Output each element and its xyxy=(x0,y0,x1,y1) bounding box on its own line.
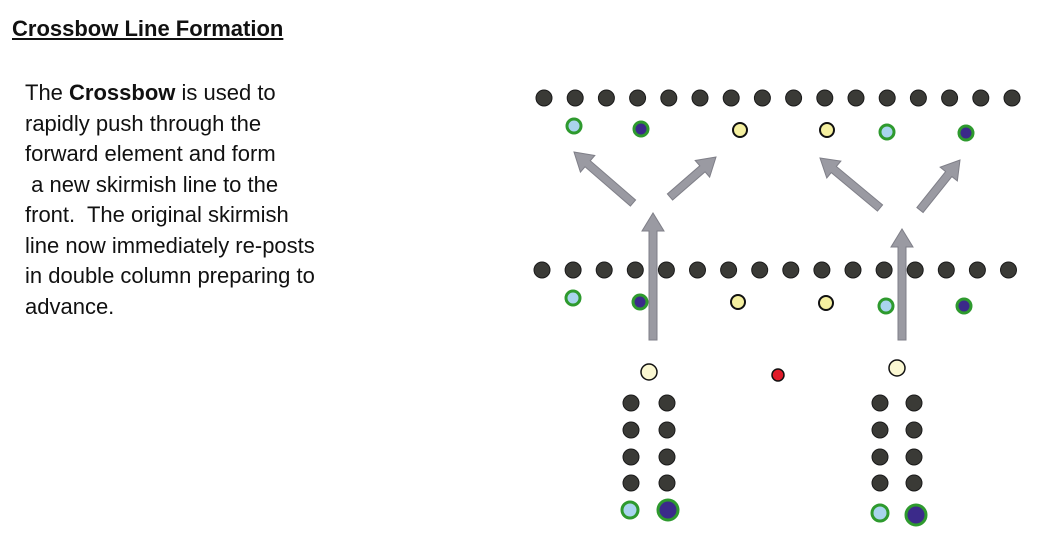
soldier-dot xyxy=(753,89,771,107)
yellow-dot xyxy=(732,122,748,138)
soldier-dot xyxy=(1000,261,1017,279)
paragraph-line: rapidly push through the xyxy=(25,110,262,136)
soldier-dot xyxy=(847,89,865,107)
soldier-dot xyxy=(720,261,738,279)
paragraph-line: The Crossbow is used to xyxy=(25,80,276,105)
soldier-dot xyxy=(937,261,955,279)
soldier-dot xyxy=(629,89,647,107)
paragraph-line: front. The original skirmish xyxy=(25,202,289,227)
paragraph-line: forward element and form xyxy=(25,141,276,166)
description-paragraph: The Crossbow is used to rapidly push thr… xyxy=(25,78,315,322)
light-blue-dot xyxy=(878,123,896,141)
soldier-dot xyxy=(622,421,640,439)
soldier-dot xyxy=(905,421,923,439)
paragraph-line: a new skirmish line to the xyxy=(25,171,279,197)
light-blue-dot xyxy=(564,289,582,307)
soldier-dot xyxy=(658,448,676,466)
yellow-dot xyxy=(730,294,746,310)
soldier-dot xyxy=(871,394,889,412)
soldier-dot xyxy=(785,89,803,107)
soldier-dot xyxy=(722,89,740,107)
arrow xyxy=(819,157,884,212)
navy-dot xyxy=(955,297,973,315)
navy-dot xyxy=(631,293,649,311)
soldier-dot xyxy=(782,261,800,279)
arrow xyxy=(573,151,637,207)
soldier-dot xyxy=(595,261,613,279)
soldier-dot xyxy=(658,394,676,412)
soldier-dot xyxy=(597,89,615,107)
arrow xyxy=(641,212,665,341)
soldier-dot xyxy=(875,261,893,279)
yellow-dot xyxy=(819,122,835,138)
soldier-dot xyxy=(622,448,640,466)
soldier-dot xyxy=(905,394,923,412)
navy-dot xyxy=(904,503,928,527)
soldier-dot xyxy=(813,261,831,279)
soldier-dot xyxy=(878,89,896,107)
red-dot xyxy=(771,368,785,382)
soldier-dot xyxy=(972,89,990,107)
paragraph-line: line now immediately re-posts xyxy=(25,232,315,258)
soldier-dot xyxy=(658,474,676,492)
soldier-dot xyxy=(564,261,582,279)
soldier-dot xyxy=(535,89,553,107)
soldier-dot xyxy=(751,261,769,279)
arrow xyxy=(916,159,961,214)
soldier-dot xyxy=(660,89,678,107)
navy-dot xyxy=(656,498,680,522)
soldier-dot xyxy=(844,261,862,279)
paragraph-line: in double column preparing to xyxy=(25,263,315,288)
soldier-dot xyxy=(689,261,706,279)
light-blue-dot xyxy=(620,500,640,520)
navy-dot xyxy=(957,124,975,142)
soldier-dot xyxy=(909,89,927,107)
page-title: Crossbow Line Formation xyxy=(12,16,284,41)
soldier-dot xyxy=(816,89,834,107)
soldier-dot xyxy=(657,261,675,279)
soldier-dot xyxy=(906,261,924,279)
soldier-dot xyxy=(871,474,889,492)
leader-dot xyxy=(888,359,906,377)
soldier-dot xyxy=(968,261,986,279)
soldier-dot xyxy=(871,421,889,439)
soldier-dot xyxy=(622,394,640,412)
soldier-dot xyxy=(691,89,709,107)
paragraph-line: advance. xyxy=(25,293,115,319)
light-blue-dot xyxy=(565,117,583,135)
soldier-dot xyxy=(1003,89,1021,107)
soldier-dot xyxy=(626,261,644,279)
soldier-dot xyxy=(905,474,923,492)
leader-dot xyxy=(640,363,658,381)
soldier-dot xyxy=(905,448,923,466)
light-blue-dot xyxy=(870,503,890,523)
soldier-dot xyxy=(871,448,889,466)
arrow xyxy=(890,228,914,341)
soldier-dot xyxy=(941,89,959,107)
soldier-dot xyxy=(622,474,640,492)
soldier-dot xyxy=(533,261,551,279)
light-blue-dot xyxy=(877,297,895,315)
navy-dot xyxy=(632,120,650,138)
soldier-dot xyxy=(658,421,676,439)
soldier-dot xyxy=(566,89,584,107)
yellow-dot xyxy=(818,295,834,311)
arrow xyxy=(666,156,717,201)
